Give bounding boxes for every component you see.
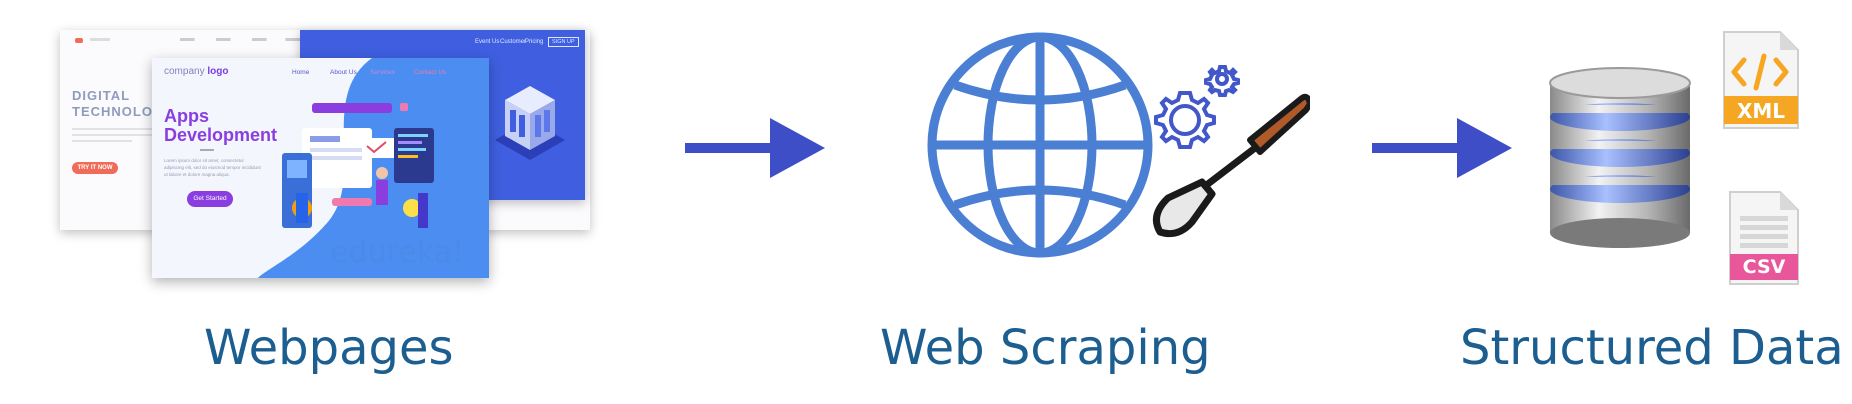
front-blue-wave — [257, 58, 489, 278]
front-logo-prefix: company — [164, 66, 205, 77]
server-isometric-illustration — [495, 86, 565, 160]
gear-icon — [1154, 65, 1240, 149]
front-title-2: Development — [164, 125, 278, 145]
front-nav-about[interactable]: About Us — [330, 69, 357, 76]
back-headline-2: TECHNOLOGY — [72, 104, 174, 119]
back-logo-text — [90, 38, 110, 41]
arrow-right-icon — [1372, 118, 1512, 178]
back-text-line — [72, 128, 152, 130]
back-headline-1: DIGITAL — [72, 88, 131, 103]
blue-signup-button[interactable]: SIGN UP — [548, 37, 579, 47]
back-try-button[interactable]: TRY IT NOW — [72, 162, 118, 174]
front-logo-bold: logo — [207, 66, 229, 77]
front-title-1: Apps — [164, 106, 209, 126]
front-body-2: adipiscing elit, sed do eiusmod tempor i… — [164, 165, 261, 170]
csv-label: CSV — [1742, 256, 1786, 278]
globe-icon — [927, 32, 1153, 258]
caption-structured-data: Structured Data — [1460, 320, 1844, 376]
database-icon — [1549, 67, 1691, 248]
xml-label: XML — [1736, 99, 1786, 123]
front-body-3: ut labore et dolore magna aliqua. — [164, 172, 230, 177]
front-nav-services[interactable]: Services — [370, 69, 395, 76]
csv-file-icon — [1729, 191, 1799, 285]
scraper-tool-icon — [1152, 93, 1310, 238]
blue-nav-3[interactable]: Pricing — [525, 39, 544, 45]
blue-nav-2[interactable]: Customer — [500, 39, 527, 45]
webpage-mockup-front: company logo Home About Us Services Cont… — [152, 58, 489, 278]
blue-nav-1[interactable]: Event Us — [475, 39, 500, 45]
back-logo — [75, 38, 83, 43]
back-nav — [180, 38, 300, 41]
caption-web-scraping: Web Scraping — [880, 320, 1211, 376]
back-text-line — [72, 140, 132, 142]
caption-webpages: Webpages — [204, 320, 454, 376]
back-text-line — [72, 134, 152, 136]
front-body-1: Lorem ipsum dolor sit amet, consectetur — [164, 158, 245, 163]
arrow-right-icon — [685, 118, 825, 178]
front-dots — [200, 149, 214, 151]
app-development-illustration — [282, 103, 434, 228]
front-nav-home[interactable]: Home — [292, 69, 310, 76]
front-get-started-button[interactable]: Get Started — [187, 191, 233, 207]
xml-file-icon — [1723, 31, 1799, 129]
watermark: edureka! — [330, 235, 464, 270]
front-logo: company logo — [164, 66, 228, 77]
front-nav-contact[interactable]: Contact Us — [414, 69, 447, 76]
